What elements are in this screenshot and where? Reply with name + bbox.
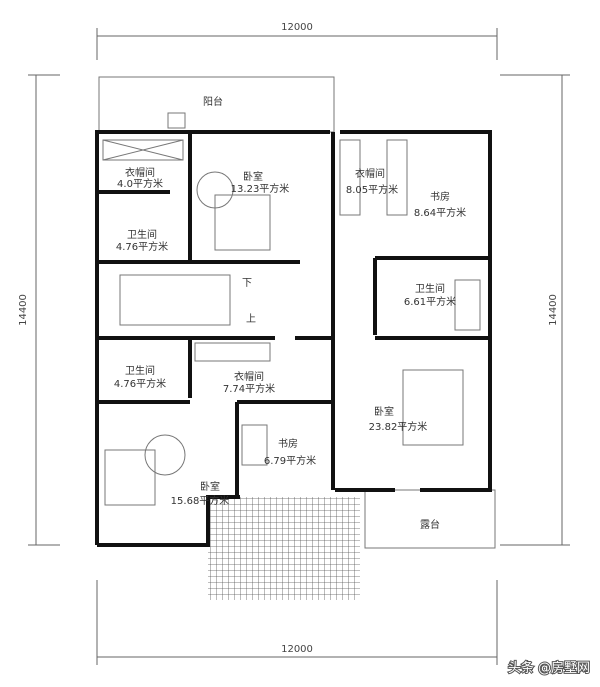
- bath-bottom-left-name: 卫生间: [125, 364, 155, 377]
- closet-middle-name: 衣帽间: [234, 370, 264, 383]
- closet-top-left-area: 4.0平方米: [117, 177, 163, 190]
- balcony-label: 阳台: [203, 95, 223, 108]
- closet-top-right-area: 8.05平方米: [346, 183, 398, 196]
- bedroom-top-name: 卧室: [243, 170, 263, 183]
- study-bottom-area: 6.79平方米: [264, 454, 316, 467]
- terrace-label: 露台: [420, 518, 440, 531]
- stairs-up-label: 上: [246, 313, 256, 325]
- balcony-fixture: [167, 112, 186, 129]
- bedroom-top-area: 13.23平方米: [231, 182, 290, 195]
- bedroom-bottom-area: 15.68平方米: [171, 494, 230, 507]
- bath-top-left-name: 卫生间: [127, 228, 157, 241]
- dimension-top: 12000: [281, 22, 313, 33]
- closet-top-right-name: 衣帽间: [355, 167, 385, 180]
- closet-middle-area: 7.74平方米: [223, 382, 275, 395]
- watermark: 头条 @房墅网: [508, 660, 590, 676]
- bedroom-bottom-name: 卧室: [200, 480, 220, 493]
- hatched-paving: [208, 497, 360, 600]
- dimension-right: 14400: [548, 294, 559, 326]
- furniture: [102, 139, 481, 506]
- study-bottom-name: 书房: [278, 437, 298, 450]
- stairs-down-label: 下: [242, 278, 252, 289]
- study-top-name: 书房: [430, 190, 450, 203]
- master-bedroom-area: 23.82平方米: [369, 420, 428, 433]
- dimension-lines: [28, 28, 570, 665]
- bath-right-area: 6.61平方米: [404, 295, 456, 308]
- dimension-bottom: 12000: [281, 644, 313, 655]
- bath-bottom-left-area: 4.76平方米: [114, 377, 166, 390]
- closet-top-left-name: 衣帽间: [125, 166, 155, 179]
- dimension-left: 14400: [18, 294, 29, 326]
- walls: [95, 130, 492, 547]
- study-top-area: 8.64平方米: [414, 206, 466, 219]
- bath-right-name: 卫生间: [415, 282, 445, 295]
- bath-top-left-area: 4.76平方米: [116, 240, 168, 253]
- master-bedroom-name: 卧室: [374, 405, 394, 418]
- terrace: [364, 489, 496, 549]
